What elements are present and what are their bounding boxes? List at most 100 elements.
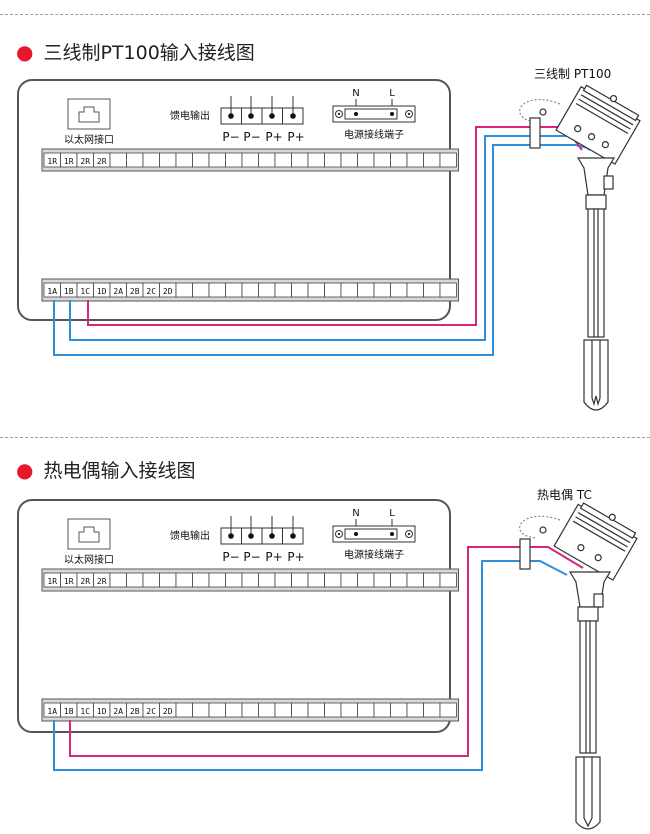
terminal-slot	[291, 152, 309, 168]
sensor-probe-icon	[519, 502, 638, 830]
terminal-slot	[390, 702, 408, 718]
terminal-label: 1C	[80, 707, 90, 716]
terminal-slot	[192, 702, 210, 718]
terminal-slot	[126, 152, 144, 168]
terminal-slot	[373, 152, 391, 168]
terminal-label: 2R	[80, 157, 90, 166]
terminal-slot	[406, 282, 424, 298]
terminal-slot	[208, 702, 226, 718]
terminal-slot	[274, 152, 292, 168]
terminal-slot	[258, 572, 276, 588]
terminal-label: 1R	[64, 157, 74, 166]
terminal-slot	[324, 152, 342, 168]
terminal-slot	[192, 152, 210, 168]
terminal-slot	[159, 152, 177, 168]
sensor-probe-icon	[519, 84, 641, 411]
terminal-slot	[439, 152, 457, 168]
terminal-slot	[373, 282, 391, 298]
terminal-slot	[340, 282, 358, 298]
controller-panel-tc: 以太网接口 馈电输出 P− P− P+ P+ N L	[17, 499, 459, 733]
power-terminal	[332, 99, 416, 123]
controller-panel-pt100: 以太网接口 馈电输出 P− P− P+ P+ N L	[17, 79, 459, 321]
terminal-slot	[340, 152, 358, 168]
wires-tc	[53, 546, 584, 771]
terminal-slot	[439, 702, 457, 718]
terminal-slot	[307, 282, 325, 298]
terminal-label: 1D	[97, 287, 107, 296]
wire-1a-blue	[53, 144, 536, 356]
terminal-slot	[159, 572, 177, 588]
terminal-slot	[324, 572, 342, 588]
terminal-label: 1A	[47, 707, 57, 716]
section-title-text: 三线制PT100输入接线图	[43, 42, 255, 64]
terminal-slot	[390, 572, 408, 588]
terminal-slot	[258, 152, 276, 168]
terminal-label: 1R	[47, 577, 57, 586]
terminal-slot	[241, 572, 259, 588]
sensor-label-pt100: 三线制 PT100	[534, 67, 611, 81]
terminal-slot	[142, 572, 160, 588]
terminal-slot	[258, 702, 276, 718]
terminal-label: 2D	[163, 287, 173, 296]
wire-1b-blue	[69, 135, 536, 341]
terminal-label: 2A	[113, 707, 123, 716]
power-n-label: N	[352, 88, 359, 99]
power-n-label: N	[352, 508, 359, 519]
terminal-slot	[208, 152, 226, 168]
terminal-slot	[142, 152, 160, 168]
wire-1a-blue	[53, 560, 568, 771]
feed-pin-label: P−	[243, 130, 260, 144]
wire-1c-magenta	[87, 126, 536, 326]
terminal-label: 1A	[47, 287, 57, 296]
terminal-slot	[291, 572, 309, 588]
feed-pin-label: P+	[265, 130, 282, 144]
terminal-slot	[225, 152, 243, 168]
terminal-label: 1B	[64, 287, 74, 296]
wire-1b-magenta	[69, 546, 584, 757]
terminal-slot	[340, 702, 358, 718]
terminal-label: 1R	[47, 157, 57, 166]
feed-pin-label: P+	[287, 550, 304, 564]
ethernet-label: 以太网接口	[64, 133, 114, 146]
section-title-tc: ●热电偶输入接线图	[16, 456, 195, 483]
terminal-label: 2A	[113, 287, 123, 296]
panel-outline	[17, 79, 451, 321]
terminal-slot	[175, 282, 193, 298]
terminal-slot	[406, 702, 424, 718]
terminal-label: 2B	[130, 707, 140, 716]
terminal-slot	[324, 282, 342, 298]
terminal-label: 2C	[146, 287, 156, 296]
terminal-slot	[357, 702, 375, 718]
ethernet-label: 以太网接口	[64, 553, 114, 566]
feed-output-label: 馈电输出	[170, 109, 210, 122]
terminal-slot	[390, 152, 408, 168]
feed-pin-label: P+	[265, 550, 282, 564]
power-terminal-label: 电源接线端子	[344, 548, 404, 561]
terminal-slot	[307, 572, 325, 588]
terminal-slot	[274, 282, 292, 298]
section-title-text: 热电偶输入接线图	[43, 460, 196, 482]
terminal-slot	[307, 702, 325, 718]
terminal-label: 2R	[97, 577, 107, 586]
power-terminal-label: 电源接线端子	[344, 128, 404, 141]
terminal-slot	[357, 152, 375, 168]
terminal-slot	[225, 282, 243, 298]
middle-divider	[0, 437, 650, 438]
terminal-slot	[390, 282, 408, 298]
terminal-label: 1R	[64, 577, 74, 586]
terminal-slot	[357, 282, 375, 298]
terminal-slot	[340, 572, 358, 588]
terminal-slot	[423, 282, 441, 298]
ethernet-port-icon	[67, 98, 111, 130]
terminal-slot	[357, 572, 375, 588]
feed-pin-label: P−	[243, 550, 260, 564]
terminal-label: 1D	[97, 707, 107, 716]
ethernet-port-icon	[67, 518, 111, 550]
feed-pin-label: P−	[222, 550, 239, 564]
terminal-slot	[109, 572, 127, 588]
terminal-slot	[373, 572, 391, 588]
